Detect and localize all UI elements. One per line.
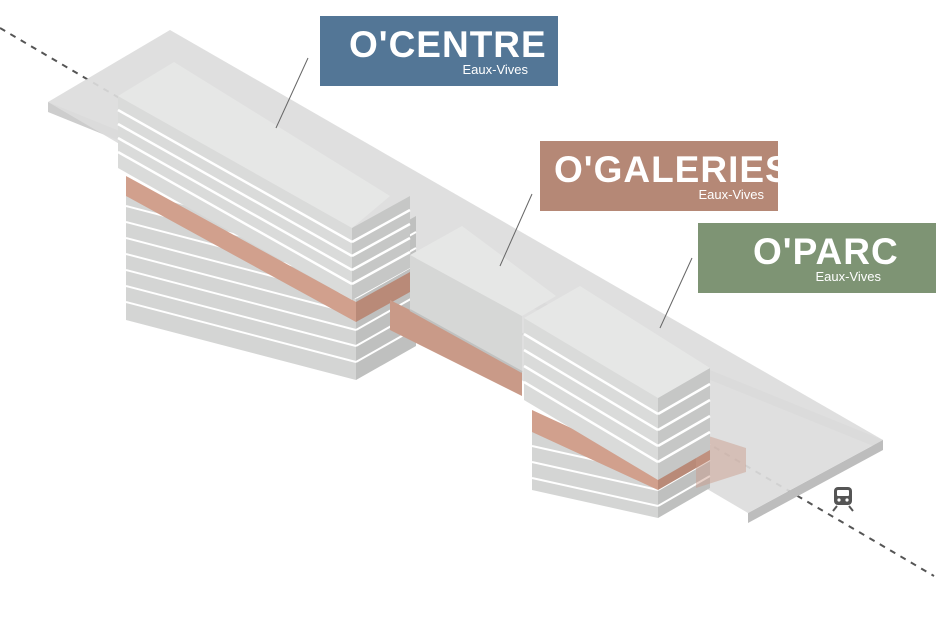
label-galeries[interactable]: O'GALERIES Eaux-Vives (540, 141, 790, 211)
leader-line-parc (659, 257, 693, 329)
leader-line-centre (275, 57, 309, 129)
building-galeries (390, 226, 556, 396)
label-centre-name: O'CENTRE (349, 24, 547, 65)
leader-line-galeries (499, 193, 533, 267)
label-galeries-name: O'GALERIES (554, 149, 791, 190)
label-centre[interactable]: O'CENTRE Eaux-Vives (320, 16, 558, 86)
train-icon (832, 487, 854, 512)
label-centre-sub: Eaux-Vives (462, 62, 528, 77)
label-parc-sub: Eaux-Vives (815, 269, 881, 284)
building-parc (523, 286, 746, 518)
building-centre (117, 62, 417, 380)
label-parc[interactable]: O'PARC Eaux-Vives (698, 223, 936, 293)
label-parc-name: O'PARC (753, 231, 899, 272)
label-galeries-sub: Eaux-Vives (698, 187, 764, 202)
